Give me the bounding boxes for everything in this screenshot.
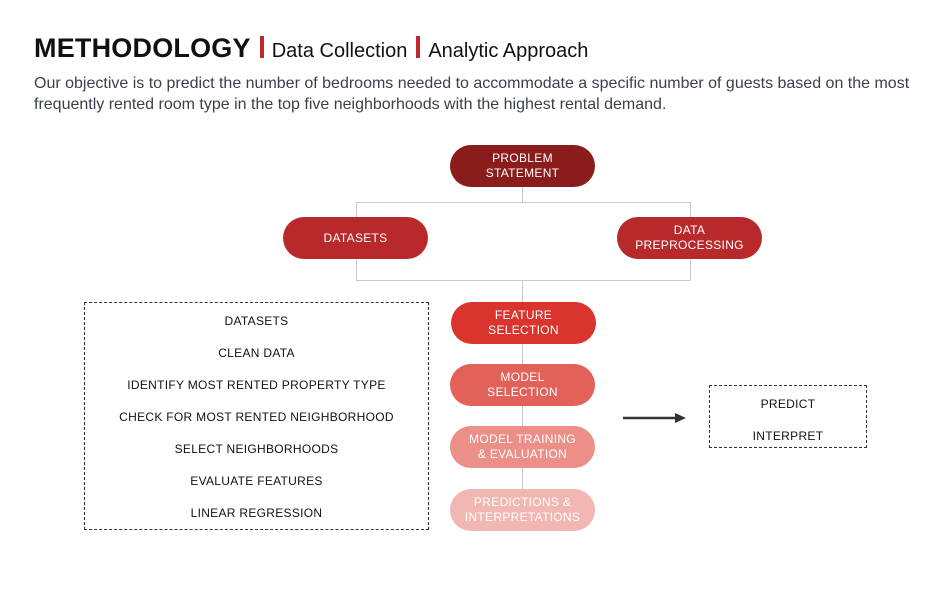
model-selection-node: MODEL SELECTION — [450, 364, 595, 406]
right-arrow-icon — [623, 413, 686, 423]
page-header: METHODOLOGY Data Collection Analytic Appro… — [34, 33, 588, 67]
list-item: SELECT NEIGHBORHOODS — [174, 442, 339, 456]
connector-line — [356, 202, 691, 203]
list-item: DATASETS — [224, 314, 289, 328]
feature-selection-node: FEATURE SELECTION — [451, 302, 596, 344]
list-item: CHECK FOR MOST RENTED NEIGHBORHOOD — [119, 410, 394, 424]
subtitle-data-collection: Data Collection — [271, 40, 408, 62]
predictions-node: PREDICTIONS & INTERPRETATIONS — [450, 489, 595, 531]
list-item: LINEAR REGRESSION — [190, 506, 323, 520]
page-title: METHODOLOGY — [34, 33, 251, 63]
data-preprocessing-node: DATA PREPROCESSING — [617, 217, 762, 259]
list-item: CLEAN DATA — [218, 346, 295, 360]
outputs-box: PREDICT INTERPRET — [709, 385, 867, 448]
connector-line — [522, 280, 523, 302]
model-training-node: MODEL TRAINING & EVALUATION — [450, 426, 595, 468]
objective-description: Our objective is to predict the number o… — [34, 75, 910, 113]
connector-line — [522, 186, 523, 202]
steps-list-box: DATASETS CLEAN DATA IDENTIFY MOST RENTED… — [84, 302, 429, 530]
datasets-node: DATASETS — [283, 217, 428, 259]
list-item: EVALUATE FEATURES — [190, 474, 323, 488]
subtitle-analytic-approach: Analytic Approach — [428, 40, 589, 62]
list-item: IDENTIFY MOST RENTED PROPERTY TYPE — [127, 378, 386, 392]
title-separator — [416, 36, 421, 58]
problem-statement-node: PROBLEM STATEMENT — [450, 145, 595, 187]
connector-line — [356, 280, 691, 281]
connector-line — [522, 340, 523, 490]
output-interpret: INTERPRET — [752, 429, 824, 443]
output-predict: PREDICT — [760, 397, 816, 411]
title-separator — [259, 36, 264, 58]
